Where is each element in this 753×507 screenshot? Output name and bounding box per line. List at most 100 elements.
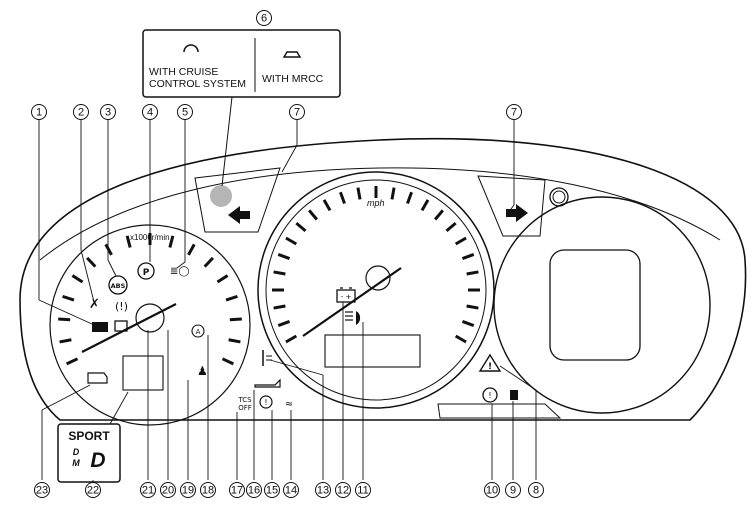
- svg-text:P: P: [143, 268, 150, 278]
- gauge-tick: [221, 357, 235, 366]
- callout-number: 20: [160, 482, 176, 498]
- svg-text:!: !: [488, 391, 491, 400]
- check-engine-icon: [87, 372, 108, 384]
- right-lower-panel: [437, 403, 562, 419]
- callout-number-label: 15: [266, 485, 278, 497]
- gauge-tick: [466, 270, 479, 276]
- callout-number-label: 17: [231, 485, 243, 497]
- brake-warning-icon: !: [482, 387, 498, 403]
- svg-text:- +: - +: [341, 293, 352, 301]
- cluster-outline: [19, 137, 747, 421]
- speedometer-ring-outer: [257, 171, 495, 409]
- callout-number-label: 4: [147, 107, 153, 119]
- tachometer-needle: [81, 303, 177, 353]
- svg-text:M: M: [72, 458, 80, 468]
- gauge-tick: [461, 320, 475, 327]
- gauge-tick: [339, 191, 346, 205]
- callout-number-label: 13: [317, 485, 329, 497]
- gauge-tick: [65, 357, 79, 366]
- callout-number: 8: [528, 482, 544, 498]
- gauge-tick: [104, 243, 113, 256]
- callout-number-label: 7: [294, 107, 300, 119]
- speedometer-unit: mph: [367, 198, 385, 208]
- gauge-tick: [454, 236, 467, 246]
- svg-text:≈: ≈: [285, 399, 293, 410]
- svg-text:SPORT: SPORT: [68, 429, 110, 443]
- abs-warning-icon: ABS: [108, 275, 128, 295]
- callout-number: 12: [335, 482, 351, 498]
- callout-number-label: 22: [87, 485, 99, 497]
- svg-text:D: D: [73, 447, 80, 457]
- gauge-tick: [71, 274, 84, 284]
- svg-text:♟: ♟: [197, 364, 208, 378]
- svg-text:A: A: [196, 328, 201, 336]
- callout-number: 9: [505, 482, 521, 498]
- callout-number: 7: [289, 104, 305, 120]
- gauge-tick: [466, 304, 479, 310]
- callout-number-label: 16: [248, 485, 260, 497]
- callout-number: 21: [140, 482, 156, 498]
- dsc-indicator-icon: [114, 320, 128, 332]
- callout-number-label: 10: [486, 485, 498, 497]
- gauge-tick: [229, 317, 242, 322]
- oil-pressure-warning-icon: [254, 378, 281, 388]
- callout-number-label: 11: [357, 485, 368, 497]
- gauge-tick: [203, 256, 214, 268]
- gauge-tick: [461, 253, 475, 260]
- left-bezel-panel: [194, 167, 281, 233]
- gauge-tick: [216, 274, 229, 284]
- callout-number: 4: [142, 104, 158, 120]
- callout-number-label: 23: [36, 485, 48, 497]
- right-bezel-panel: [477, 175, 546, 237]
- callout-number: 17: [229, 482, 245, 498]
- gauge-tick: [308, 209, 319, 221]
- gauge-tick: [295, 222, 307, 233]
- gear-position-display: [122, 355, 164, 391]
- callout-number: 14: [283, 482, 299, 498]
- callout-number: 6: [256, 10, 272, 26]
- callout-number-label: 8: [533, 485, 539, 497]
- speedometer-ring-inner: [265, 179, 487, 401]
- callout-number-label: 14: [285, 485, 297, 497]
- callout-number: 11: [355, 482, 371, 498]
- tachometer-hub: [135, 303, 165, 333]
- callout-number-label: 12: [337, 485, 349, 497]
- callout-number: 19: [180, 482, 196, 498]
- callout-number-label: 6: [261, 13, 267, 25]
- callout-number: 15: [264, 482, 280, 498]
- callout-number-label: 21: [142, 485, 154, 497]
- svg-text:!: !: [488, 362, 492, 372]
- callout-number: 7: [506, 104, 522, 120]
- auto-headlight-icon: A: [191, 324, 205, 338]
- cruise-indicator-lamp: [210, 185, 232, 207]
- callout-number: 1: [31, 104, 47, 120]
- left-turn-arrow-icon: [228, 206, 250, 224]
- callout-number: 3: [100, 104, 116, 120]
- seat-belt-warning-icon: ♟: [197, 364, 208, 378]
- callout-number-label: 3: [105, 107, 111, 119]
- callout-number-label: 19: [182, 485, 194, 497]
- gauge-tick: [225, 294, 238, 302]
- callout-number-label: 20: [162, 485, 174, 497]
- callout-number-label: 7: [511, 107, 517, 119]
- sport-mode-badge: SPORT D M D: [57, 423, 121, 483]
- odometer-display: [324, 334, 421, 368]
- gauge-tick: [273, 304, 286, 310]
- gauge-tick: [273, 270, 286, 276]
- leader-lines: [38, 116, 537, 482]
- callout-cruise-label: WITH CRUISE CONTROL SYSTEM: [149, 66, 247, 90]
- right-gauge-ring: [493, 196, 711, 414]
- svg-text:≣◯: ≣◯: [170, 266, 190, 277]
- headlight-high-beam-icon: [345, 311, 361, 325]
- gauge-tick: [58, 317, 71, 322]
- callout-number: 13: [315, 482, 331, 498]
- gauge-tick: [390, 187, 396, 200]
- callout-number: 16: [246, 482, 262, 498]
- gauge-tick: [187, 243, 196, 256]
- right-turn-arrow-icon: [506, 204, 528, 222]
- svg-text:TCS: TCS: [237, 396, 252, 404]
- gauge-tick: [62, 294, 75, 302]
- callout-number-label: 9: [510, 485, 516, 497]
- callout-number: 5: [177, 104, 193, 120]
